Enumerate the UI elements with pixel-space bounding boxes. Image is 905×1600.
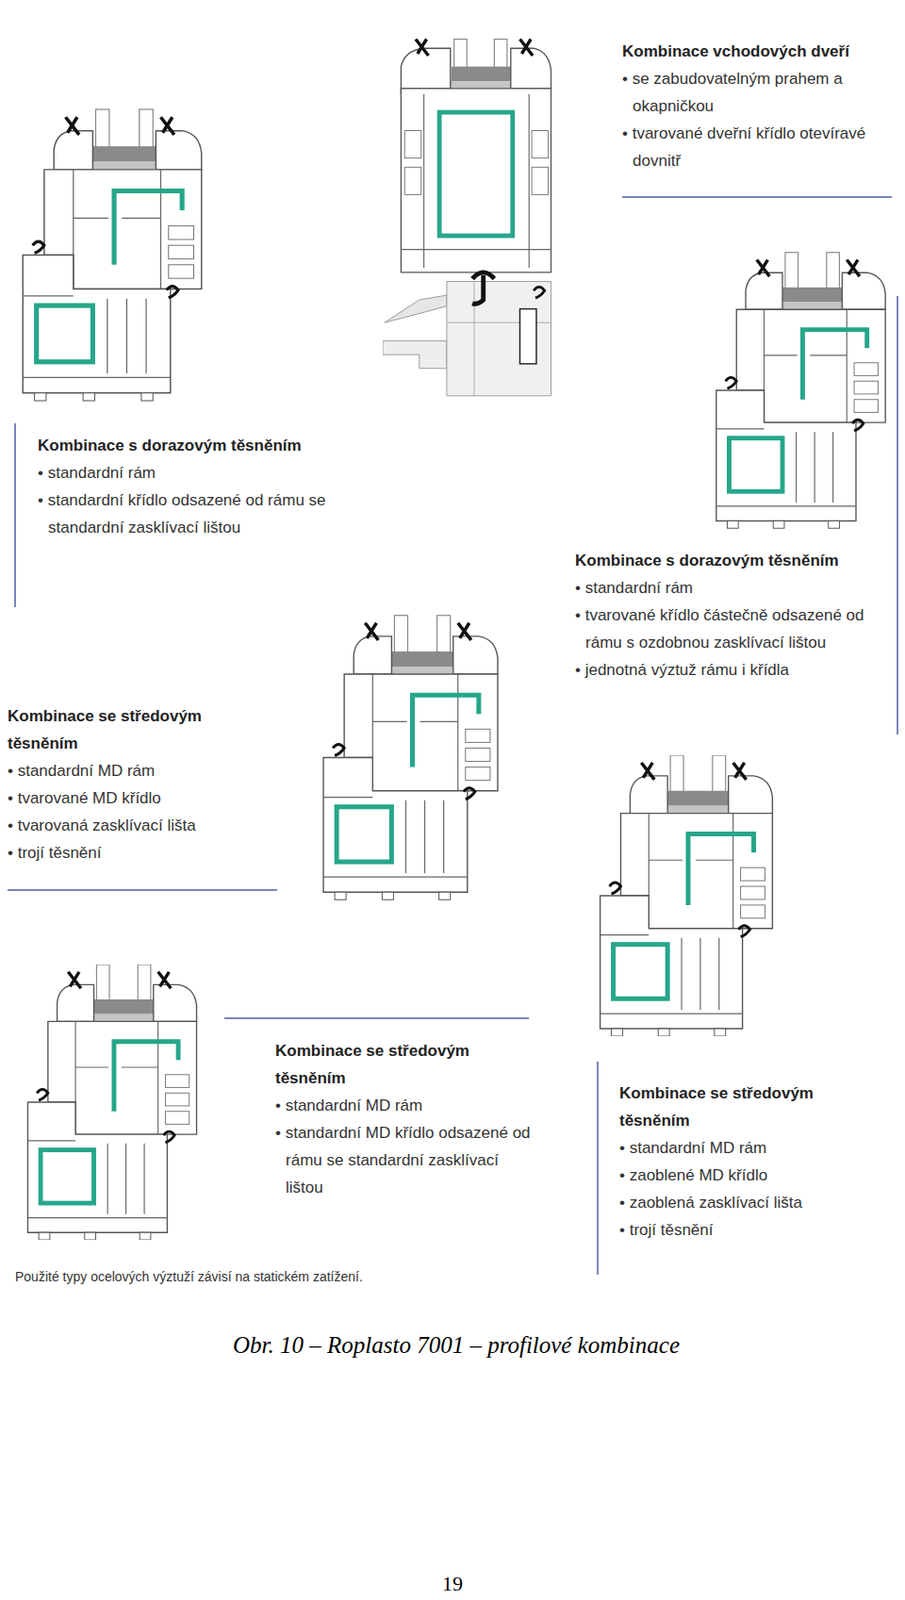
block-heading: Kombinace se středovým těsněním — [275, 1036, 535, 1092]
bullet-item: • standardní rám — [37, 459, 349, 487]
bullet-item: • standardní MD křídlo odsazené od rámu … — [275, 1118, 535, 1202]
text-block: Kombinace vchodových dveří• se zabudovat… — [622, 37, 882, 175]
bullet-item: • standardní MD rám — [619, 1134, 860, 1162]
bullet-item: • trojí těsnění — [7, 839, 255, 867]
bullet-item: • trojí těsnění — [619, 1216, 860, 1244]
caption-block: Obr. 10 – Roplasto 7001 – profilové komb… — [3, 1331, 905, 1360]
bullet-item: • standardní křídlo odsazené od rámu se … — [37, 486, 349, 542]
block-heading: Kombinace se středovým těsněním — [7, 702, 255, 757]
block-heading: Kombinace s dorazovým těsněním — [37, 431, 349, 460]
window-profile — [22, 109, 202, 401]
bullet-item: • tvarované MD křídlo — [7, 784, 255, 812]
rule-lines — [7, 197, 898, 1275]
window-profile — [600, 755, 774, 1037]
window-profile — [27, 964, 197, 1240]
bullet-item: • standardní MD rám — [275, 1091, 535, 1119]
door-profile — [382, 39, 551, 396]
text-block: Kombinace se středovým těsněním• standar… — [275, 1036, 535, 1202]
rule-line — [896, 296, 899, 735]
block-heading: Kombinace s dorazovým těsněním — [575, 546, 889, 575]
bullet-item: • jednotná výztuž rámu i křídla — [575, 656, 889, 684]
text-block: Kombinace se středovým těsněním• standar… — [619, 1079, 860, 1244]
window-profile — [323, 615, 498, 901]
bullet-item: • standardní MD rám — [7, 756, 255, 785]
bullet-item: • tvarovaná zasklívací lišta — [7, 811, 255, 840]
text-block: 19 — [405, 1572, 500, 1596]
text-block: Kombinace se středovým těsněním• standar… — [7, 702, 255, 867]
rule-line — [596, 1061, 599, 1275]
rule-line — [224, 1017, 529, 1020]
bullet-item: • tvarované křídlo částečně odsazené od … — [575, 601, 889, 657]
text-block: Použité typy ocelových výztuží závisí na… — [15, 1267, 506, 1285]
block-heading: Kombinace se středovým těsněním — [619, 1079, 860, 1135]
page-number: 19 — [405, 1572, 500, 1596]
figure-caption: Obr. 10 – Roplasto 7001 – profilové komb… — [3, 1331, 905, 1360]
bullet-item: • tvarované dveřní křídlo otevíravé dovn… — [622, 119, 882, 175]
footnote: Použité typy ocelových výztuží závisí na… — [15, 1267, 506, 1285]
text-block: Kombinace s dorazovým těsněním• standard… — [575, 546, 889, 684]
bullet-item: • se zabudovatelným prahem a okapničkou — [622, 65, 882, 120]
bullet-item: • standardní rám — [575, 574, 889, 602]
text-block: Kombinace s dorazovým těsněním• standard… — [37, 431, 349, 542]
window-profile — [716, 252, 886, 529]
block-heading: Kombinace vchodových dveří — [622, 37, 882, 66]
bullet-item: • zaoblená zasklívací lišta — [619, 1188, 860, 1217]
rule-line — [7, 888, 278, 891]
bullet-item: • zaoblené MD křídlo — [619, 1161, 860, 1189]
rule-line — [622, 196, 892, 198]
rule-line — [14, 423, 17, 608]
